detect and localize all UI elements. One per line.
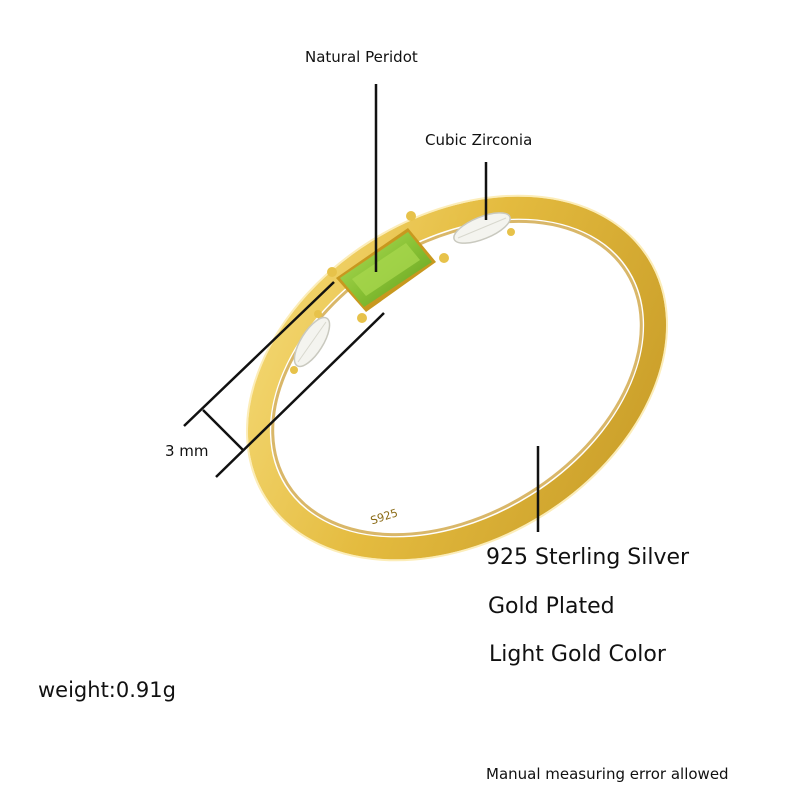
spec-material: 925 Sterling Silver	[486, 545, 690, 570]
weight-label: weight:0.91g	[38, 678, 176, 702]
callout-lines	[374, 84, 540, 532]
stamp-text: S925	[369, 506, 400, 527]
spec-plating: Gold Plated	[488, 594, 615, 619]
width-dimension	[183, 281, 385, 478]
callout-width: 3 mm	[165, 442, 209, 460]
callout-natural-peridot: Natural Peridot	[305, 48, 418, 66]
gem-setting	[290, 211, 515, 374]
spec-color: Light Gold Color	[489, 642, 666, 667]
callout-cubic-zirconia: Cubic Zirconia	[425, 131, 533, 149]
disclaimer-text: Manual measuring error allowed	[486, 765, 729, 783]
